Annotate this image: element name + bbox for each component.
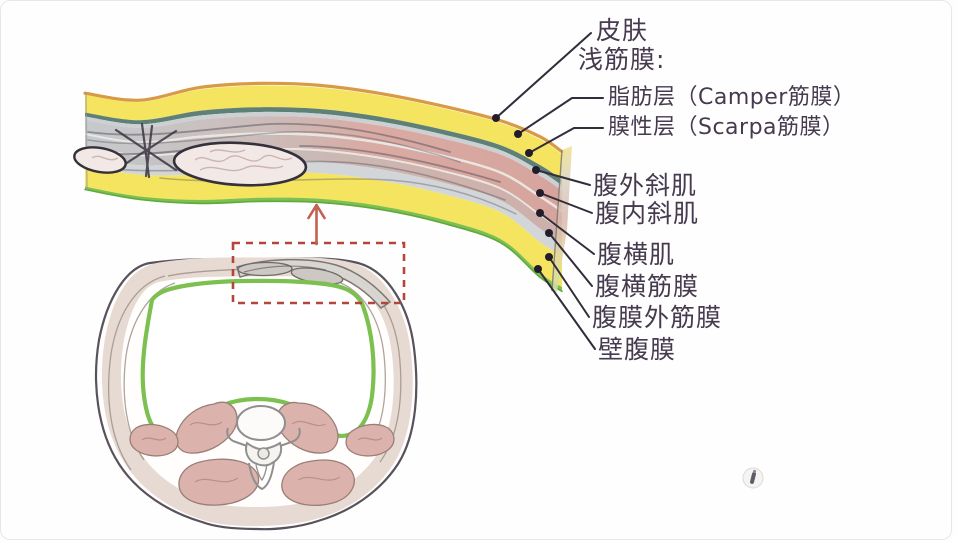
wall-layer-fat-camper xyxy=(85,85,562,180)
wall-peritoneum-edge xyxy=(84,188,563,293)
label-fat-layer-camper: 脂肪层（Camper筋膜） xyxy=(608,85,856,110)
leader-dot xyxy=(514,130,522,138)
leader-dot xyxy=(536,189,544,197)
leader-line xyxy=(495,32,592,119)
posterior-muscles xyxy=(129,401,395,507)
leader-dot xyxy=(536,209,544,217)
abdominal-wall-enlarged-layers xyxy=(83,81,564,293)
muscle-marbling xyxy=(141,420,383,483)
leader-line xyxy=(535,169,591,186)
rectus-muscle-section xyxy=(73,141,308,187)
vertebra xyxy=(226,405,301,491)
label-internal-oblique: 腹内斜肌 xyxy=(595,199,700,228)
watermark-icon xyxy=(742,467,764,489)
leader-dot xyxy=(525,149,533,157)
leader-dot xyxy=(534,265,542,273)
leader-line xyxy=(539,192,593,214)
torso-cross-section xyxy=(94,257,418,531)
label-external-oblique: 腹外斜肌 xyxy=(593,171,698,200)
wall-layer-extraperitoneal-fat xyxy=(85,165,562,287)
leader-dot xyxy=(545,229,553,237)
wall-layer-parietal-peritoneum xyxy=(85,186,562,292)
wall-cut-bevel xyxy=(551,146,572,292)
wall-layer-internal-oblique-muscle xyxy=(85,134,562,229)
label-transversus-abdominis: 腹横肌 xyxy=(597,240,676,269)
label-parietal-peritoneum: 壁腹膜 xyxy=(598,335,677,364)
leader-line xyxy=(539,212,595,255)
wall-layer-external-oblique-muscle xyxy=(85,116,562,210)
magnify-arrow-icon xyxy=(307,203,326,246)
label-superficial-fascia: 浅筋膜: xyxy=(578,45,666,74)
highlight-region-box xyxy=(231,241,406,305)
leader-line xyxy=(548,232,593,287)
label-membranous-layer-scarpa: 膜性层（Scarpa筋膜） xyxy=(608,115,845,140)
label-skin: 皮肤 xyxy=(596,16,649,45)
wall-layer-skin-line xyxy=(83,81,564,154)
leader-line xyxy=(517,97,604,135)
leader-line xyxy=(537,268,596,350)
abdominal-wall-detail-overlay xyxy=(73,92,572,292)
wall-layer-transversalis-fascia xyxy=(85,156,562,257)
leader-lines xyxy=(492,32,604,350)
leader-dot xyxy=(492,114,500,122)
leader-dot xyxy=(545,253,553,261)
leader-dot xyxy=(532,166,540,174)
leader-line xyxy=(528,127,604,154)
wall-layer-transversus-muscle xyxy=(85,147,562,243)
label-extraperitoneal-fascia: 腹膜外筋膜 xyxy=(592,303,723,332)
anterior-wall-detail xyxy=(236,258,392,309)
leader-line xyxy=(548,256,590,318)
label-transversalis-fascia: 腹横筋膜 xyxy=(595,272,700,301)
